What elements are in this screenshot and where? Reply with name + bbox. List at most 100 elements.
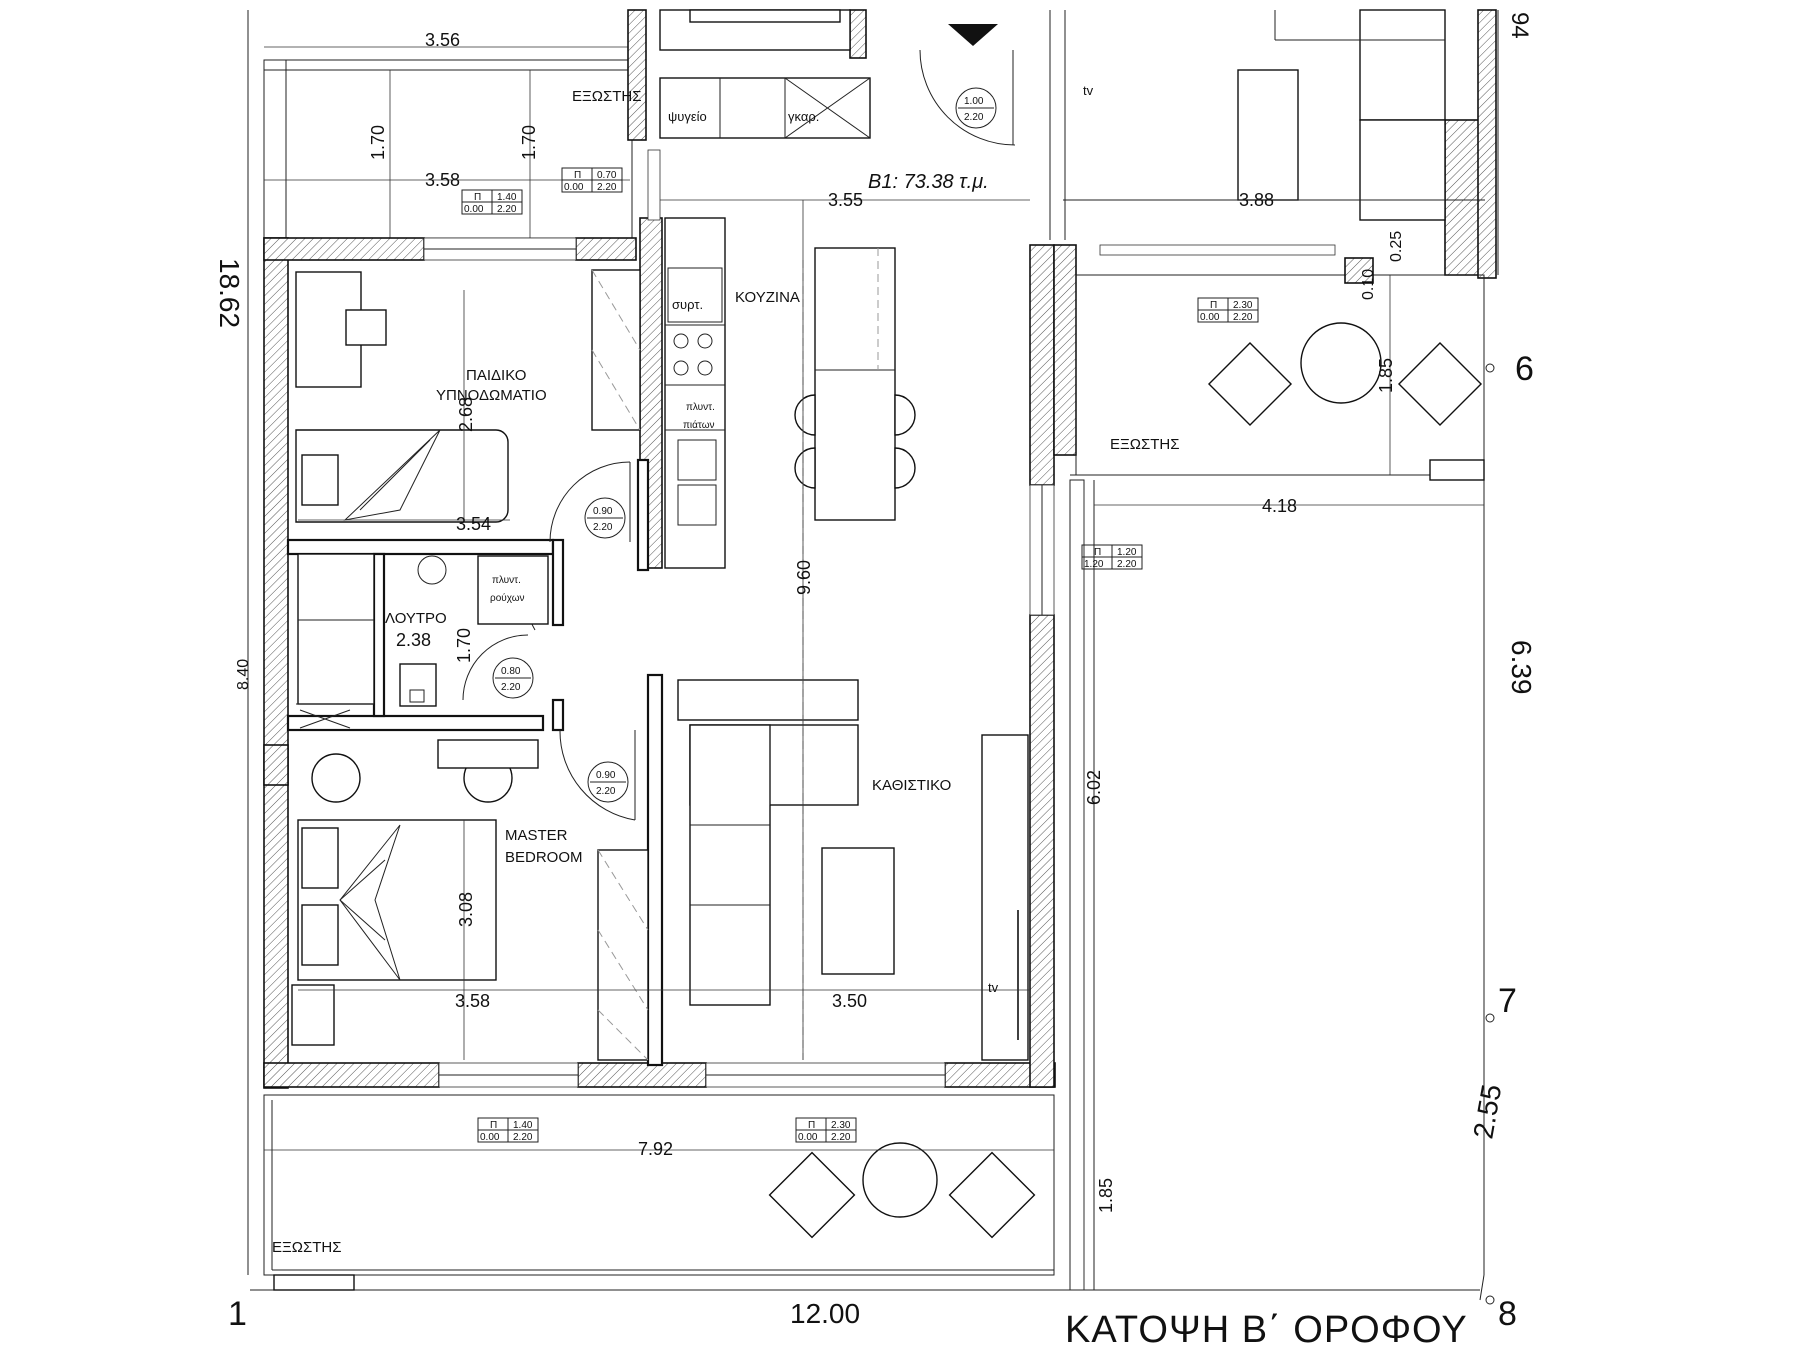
fixture-labels: ψυγείο γκαρ. συρτ. πλυντ. πιάτων πλυντ. … <box>490 83 1094 995</box>
room-balcony-right: ΕΞΩΣΤΗΣ <box>1110 436 1180 453</box>
dim-3-58-master: 3.58 <box>455 991 490 1011</box>
svg-text:0.90: 0.90 <box>593 506 613 517</box>
svg-text:0.00: 0.00 <box>464 204 484 215</box>
bathroom-fixtures <box>296 553 549 729</box>
room-master-line2: BEDROOM <box>505 849 583 866</box>
room-bathroom: ΛΟΥΤΡΟ <box>385 610 447 627</box>
svg-text:Π: Π <box>1210 300 1217 311</box>
dim-3-08: 3.08 <box>456 892 476 927</box>
dim-0-10: 0.10 <box>1360 269 1377 300</box>
svg-text:0.00: 0.00 <box>798 1132 818 1143</box>
exterior-walls <box>263 9 1497 1089</box>
room-kitchen: ΚΟΥΖΙΝΑ <box>735 289 800 306</box>
svg-text:0.00: 0.00 <box>1200 312 1220 323</box>
axis-6: 6 <box>1515 350 1534 388</box>
master-bedroom-furniture <box>291 739 649 1061</box>
label-drawers: συρτ. <box>672 297 703 312</box>
balcony-bottom <box>263 1094 1055 1291</box>
dim-3-55: 3.55 <box>828 190 863 210</box>
label-dishwasher-1: πλυντ. <box>686 402 715 413</box>
top-right-lounge <box>1063 9 1485 221</box>
axis-labels: 1 6 7 8 <box>228 350 1534 1333</box>
window-tag-1: Π 0.70 0.00 2.20 <box>561 167 623 193</box>
area-label: B1: 73.38 τ.μ. <box>868 171 989 193</box>
svg-text:Π: Π <box>574 170 581 181</box>
axis-8: 8 <box>1498 1295 1517 1333</box>
svg-text:2.20: 2.20 <box>513 1132 533 1143</box>
window-tag-3: Π 2.30 0.00 2.20 <box>1197 297 1259 323</box>
balcony-right <box>1069 257 1485 1291</box>
dim-94: 94 <box>1506 12 1533 39</box>
dim-2-38: 2.38 <box>396 630 431 650</box>
kids-wardrobe <box>591 269 641 431</box>
kitchen-counter <box>664 217 726 569</box>
axis-markers <box>1485 363 1495 1305</box>
door-tag-master: 0.90 2.20 <box>587 761 629 803</box>
door-tags: 1.00 2.20 0.90 2.20 0.80 2.20 0.90 2.20 <box>492 87 997 803</box>
door-tag-bath: 0.80 2.20 <box>492 657 534 699</box>
axis-7: 7 <box>1498 982 1517 1020</box>
svg-text:2.30: 2.30 <box>1233 300 1253 311</box>
dim-1-70-a: 1.70 <box>368 125 388 160</box>
svg-text:1.20: 1.20 <box>1117 547 1137 558</box>
dim-1-70-bath: 1.70 <box>454 628 474 663</box>
window-tag-6: Π 2.30 0.00 2.20 <box>795 1117 857 1143</box>
dim-12-00: 12.00 <box>790 1298 860 1329</box>
svg-text:2.20: 2.20 <box>593 522 613 533</box>
plan-title: ΚΑΤΟΨΗ Β΄ ΟΡΟΦΟΥ <box>1065 1309 1468 1350</box>
svg-text:1.00: 1.00 <box>964 96 984 107</box>
living-furniture <box>677 260 1029 1061</box>
interior-walls <box>286 458 664 1067</box>
svg-text:2.20: 2.20 <box>497 204 517 215</box>
dim-8-40: 8.40 <box>235 659 252 690</box>
dim-3-56: 3.56 <box>425 30 460 50</box>
label-tv-top: tv <box>1083 83 1094 98</box>
dim-18-62: 18.62 <box>214 258 245 328</box>
svg-text:2.20: 2.20 <box>1233 312 1253 323</box>
svg-text:Π: Π <box>808 1120 815 1131</box>
room-kids-line2: ΥΠΝΟΔΩΜΑΤΙΟ <box>436 387 547 404</box>
room-kids-line1: ΠΑΙΔΙΚΟ <box>466 367 526 384</box>
window-tag-5: Π 1.40 0.00 2.20 <box>477 1117 539 1143</box>
svg-text:0.80: 0.80 <box>501 666 521 677</box>
svg-text:2.20: 2.20 <box>964 112 984 123</box>
axis-1: 1 <box>228 1295 247 1333</box>
dim-9-60: 9.60 <box>794 560 814 595</box>
kitchen-island <box>794 247 916 521</box>
svg-text:0.00: 0.00 <box>480 1132 500 1143</box>
door-arcs <box>462 49 1016 821</box>
window-tag-4: Π 1.20 1.20 2.20 <box>1081 544 1143 570</box>
label-washer-1: πλυντ. <box>492 575 521 586</box>
room-master-line1: MASTER <box>505 827 568 844</box>
svg-text:Π: Π <box>1094 547 1101 558</box>
svg-text:0.90: 0.90 <box>596 770 616 781</box>
dim-1-85-bottom: 1.85 <box>1096 1178 1116 1213</box>
label-washer-2: ρούχων <box>490 592 525 604</box>
svg-text:2.20: 2.20 <box>501 682 521 693</box>
kitchen-top-row <box>659 9 871 139</box>
balcony-top-left <box>263 46 633 239</box>
svg-text:1.40: 1.40 <box>513 1120 533 1131</box>
entry-arrow-icon <box>948 24 998 46</box>
svg-text:1.20: 1.20 <box>1084 559 1104 570</box>
dim-2-68: 2.68 <box>456 397 476 432</box>
window-openings <box>423 149 1336 1088</box>
dim-6-02: 6.02 <box>1084 770 1104 805</box>
label-tv-bottom: tv <box>988 980 999 995</box>
door-tag-entry: 1.00 2.20 <box>955 87 997 129</box>
label-fridge: ψυγείο <box>668 109 707 124</box>
window-tags: Π 0.70 0.00 2.20 Π 1.40 0.00 2.20 Π 2.30… <box>461 167 1259 1143</box>
door-tag-kids: 0.90 2.20 <box>584 497 626 539</box>
svg-text:2.20: 2.20 <box>596 786 616 797</box>
label-dishwasher-2: πιάτων <box>683 419 715 431</box>
svg-text:1.40: 1.40 <box>497 192 517 203</box>
dim-4-18: 4.18 <box>1262 496 1297 516</box>
svg-text:Π: Π <box>490 1120 497 1131</box>
dim-2-55: 2.55 <box>1467 1082 1507 1141</box>
window-tag-2: Π 1.40 0.00 2.20 <box>461 189 523 215</box>
dimension-lines <box>264 199 1484 1290</box>
dim-3-54: 3.54 <box>456 514 491 534</box>
svg-text:Π: Π <box>474 192 481 203</box>
svg-text:0.00: 0.00 <box>564 182 584 193</box>
label-gkar: γκαρ. <box>788 109 819 124</box>
